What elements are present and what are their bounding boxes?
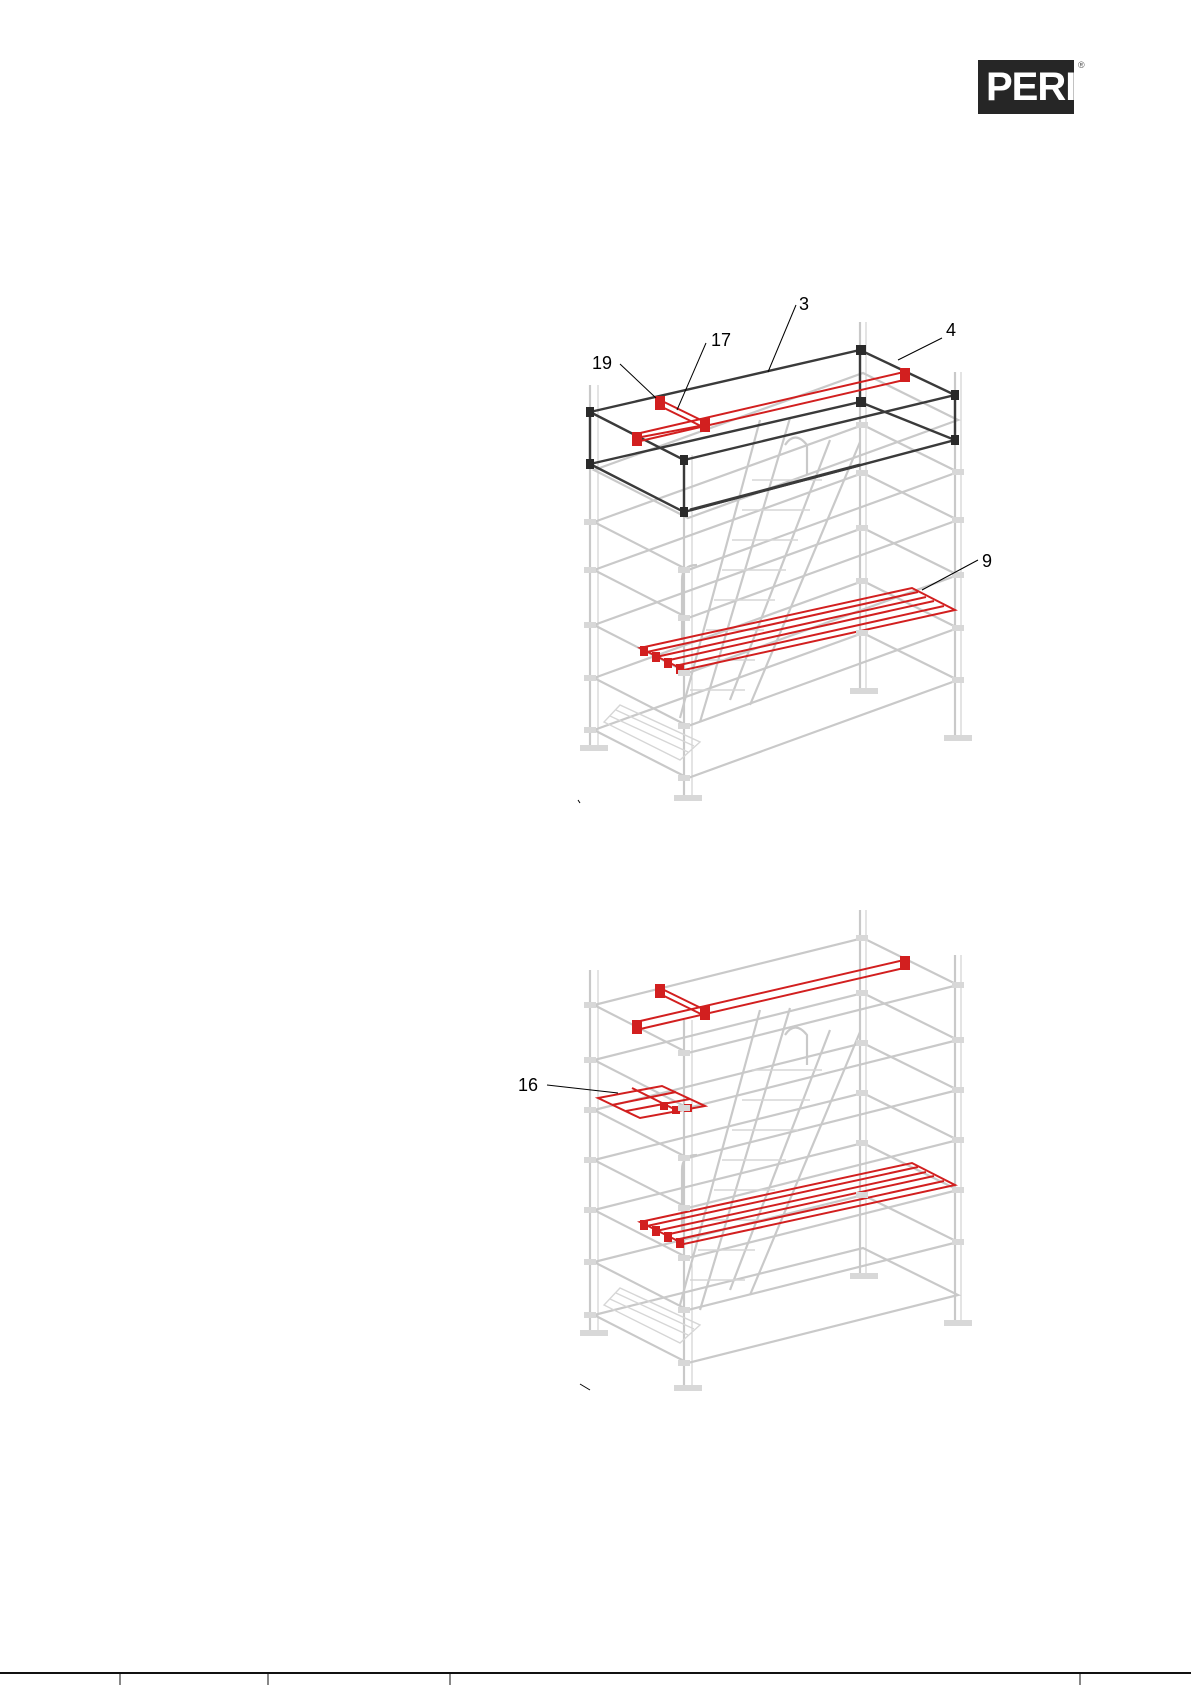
fig1-callout-19: 19 xyxy=(592,353,656,398)
fig2-ledgers xyxy=(594,938,958,1363)
fig1-ledgers xyxy=(594,373,958,778)
fig1-base-plates xyxy=(580,688,972,801)
fig1-callout-17: 17 xyxy=(677,330,731,410)
callout-label: 4 xyxy=(946,320,956,340)
fig2-base-plates xyxy=(580,1273,972,1391)
callout-label: 19 xyxy=(592,353,612,373)
fig1-base-deck xyxy=(604,705,700,760)
callout-label: 16 xyxy=(518,1075,538,1095)
fig2-red-side-deck xyxy=(598,1086,705,1118)
fig2-base-deck xyxy=(604,1288,700,1343)
fig1-red-deck xyxy=(640,588,955,674)
callout-label: 3 xyxy=(799,294,809,314)
fig2-stair xyxy=(680,1008,860,1310)
stray-mark xyxy=(580,1384,590,1390)
callout-label: 17 xyxy=(711,330,731,350)
fig2-callout-16: 16 xyxy=(518,1075,618,1095)
fig1-callout-3: 3 xyxy=(768,294,809,372)
fig2-rosettes xyxy=(584,935,964,1366)
page-bottom-ticks xyxy=(0,1674,1191,1685)
stray-mark xyxy=(578,800,580,803)
fig1-callout-4: 4 xyxy=(898,320,956,360)
figure-1: 3 4 17 19 9 xyxy=(580,294,992,801)
fig1-callout-9: 9 xyxy=(922,551,992,590)
figure-2: 16 xyxy=(518,910,972,1391)
callout-label: 9 xyxy=(982,551,992,571)
fig1-stair xyxy=(680,418,860,722)
